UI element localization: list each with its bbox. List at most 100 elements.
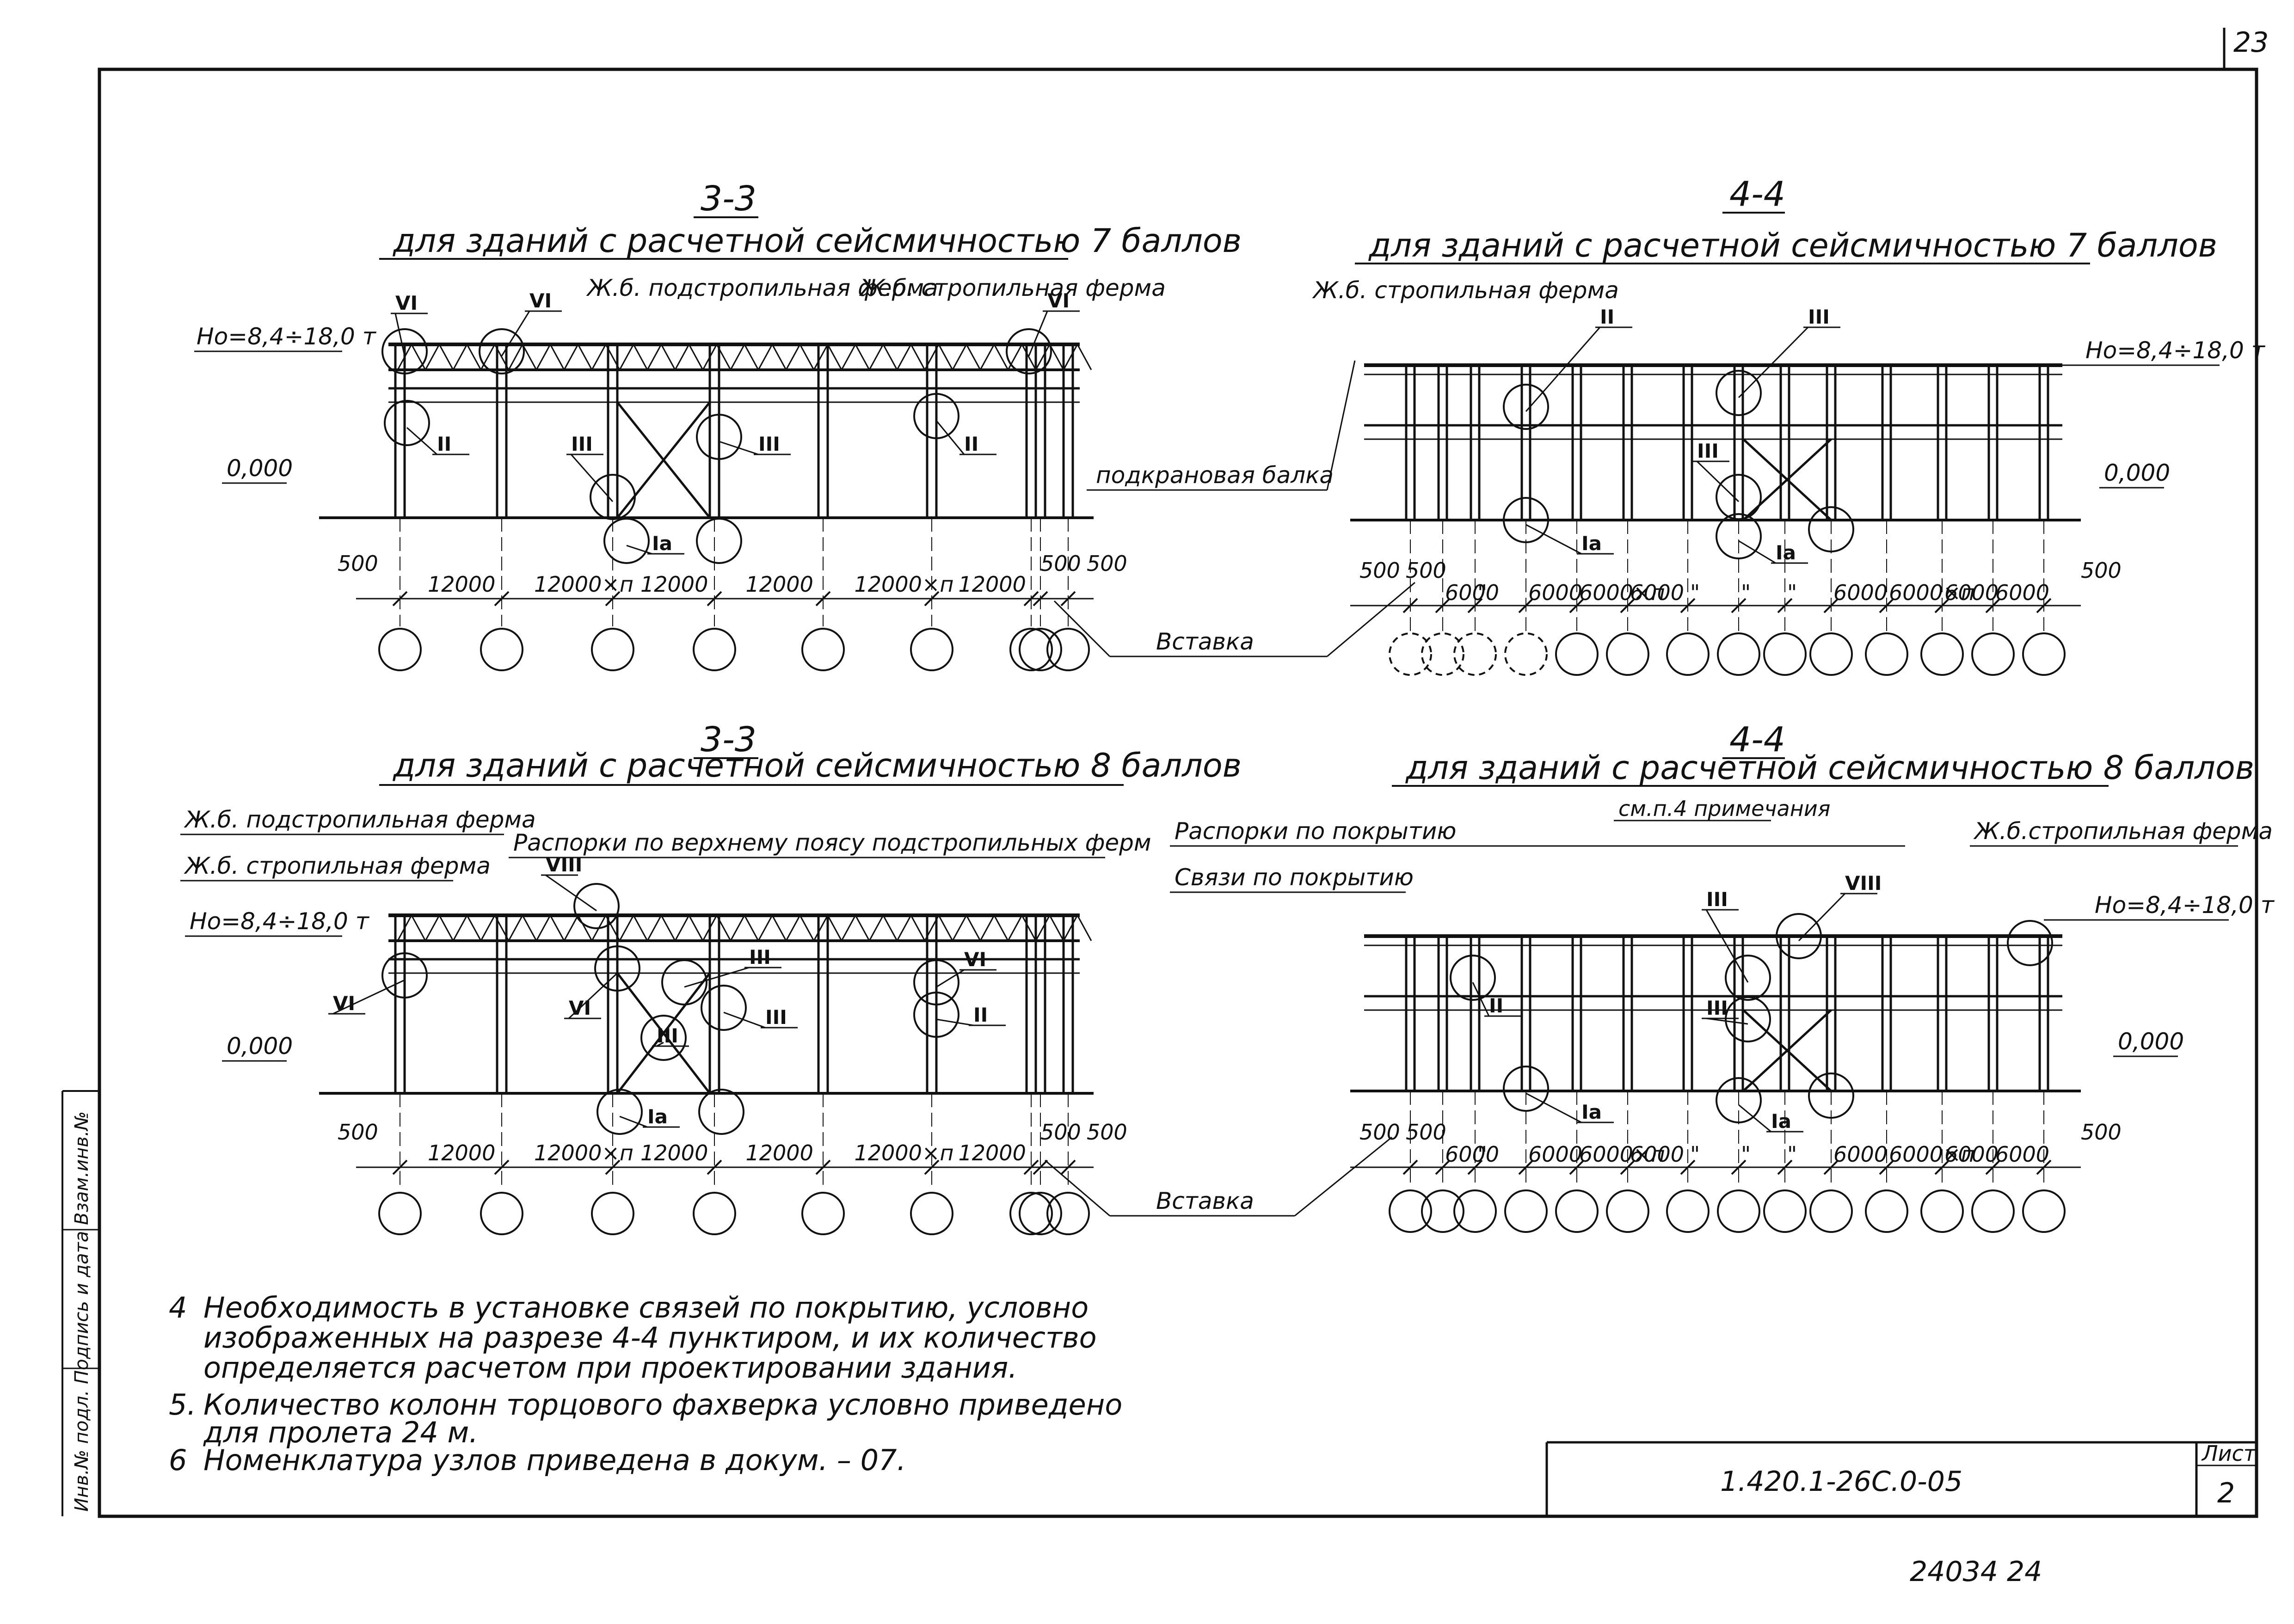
dimension-tick <box>1620 1159 1636 1175</box>
truss-diagonal <box>868 915 884 941</box>
dimension-tick <box>1823 598 1839 613</box>
node-III-2-circle <box>1716 474 1762 520</box>
axis-bubble <box>1046 1192 1090 1235</box>
dim-bay-1: 12000 <box>428 572 495 597</box>
zero-level: 0,000 <box>227 1033 293 1060</box>
truss-diagonal <box>522 344 537 370</box>
truss-diagonal <box>952 344 967 370</box>
truss-diagonal <box>563 344 579 370</box>
dim-bay-8: " <box>1787 1142 1797 1167</box>
note-4-line-2: изображенных на разрезе 4-4 пунктиром, и… <box>203 1321 1097 1354</box>
node-Ia-1: Iа <box>647 1105 668 1128</box>
truss-diagonal <box>979 344 995 370</box>
truss-diagonal <box>938 344 953 370</box>
truss-diagonal <box>438 344 454 370</box>
node-Ia-1: Iа <box>1581 532 1602 555</box>
axis-bubble <box>1504 1189 1548 1233</box>
truss-diagonal <box>813 915 829 941</box>
node-Ia-1-leader <box>626 545 652 555</box>
dim-edge-right: 500 <box>2081 558 2122 583</box>
node-VI-1: VI <box>395 292 418 314</box>
truss-diagonal <box>535 915 551 941</box>
node-Ia-1-leader <box>619 1115 648 1128</box>
truss-diagonal <box>730 344 745 370</box>
dim-bay-12: 6000 <box>1995 1142 2049 1167</box>
dim-edge-left-2: 500 <box>1406 558 1446 583</box>
dimension-tick <box>1879 1159 1894 1175</box>
node-Ia-2: Iа <box>1776 541 1796 564</box>
section-caption: для зданий с расчетной сейсмичностью 8 б… <box>1405 749 2254 787</box>
node-Ia-2: Iа <box>1771 1110 1791 1133</box>
node-III-2: III <box>758 433 780 455</box>
truss-diagonal <box>674 915 690 941</box>
node-III-1-leader <box>684 967 750 988</box>
node-III-2: III <box>657 1024 678 1047</box>
node-VIII-leader <box>1798 893 1846 942</box>
sheet-frame <box>98 67 2258 1518</box>
node-III-1-circle <box>590 474 636 520</box>
section-caption: для зданий с расчетной сейсмичностью 8 б… <box>393 747 1242 784</box>
node-VI-2-leader <box>936 969 965 988</box>
truss-diagonal <box>1049 915 1064 941</box>
dim-bay-1: 6000 <box>1445 580 1499 605</box>
truss-diagonal <box>799 344 815 370</box>
dimension-tick <box>1731 598 1747 613</box>
truss-diagonal <box>535 344 551 370</box>
dim-edge-left-2: 500 <box>1406 1120 1446 1145</box>
axis-bubble <box>1389 632 1432 676</box>
truss-diagonal <box>730 915 745 941</box>
dim-bay-6: 12000 <box>959 1140 1026 1165</box>
node-Ia-1: Iа <box>1581 1101 1602 1123</box>
node-VIII-circle <box>573 883 620 929</box>
axis-bubble <box>591 1192 634 1235</box>
truss-diagonal <box>896 344 912 370</box>
dimension-tick <box>392 591 408 607</box>
truss-diagonal <box>549 915 565 941</box>
axis-bubble <box>378 628 422 671</box>
title-block: 1.420.1-26С.0-05 Лист 2 <box>1545 1441 2257 1516</box>
dimension-tick <box>2036 598 2052 613</box>
truss-diagonal <box>633 915 648 941</box>
axis-bubble <box>591 628 634 671</box>
node-II-1-leader <box>406 427 437 455</box>
axis-bubble <box>1555 1189 1599 1233</box>
dimension-tick <box>1934 1159 1950 1175</box>
dim-bay-4: 6000×п <box>1579 1142 1665 1167</box>
truss-diagonal <box>882 915 898 941</box>
truss-diagonal <box>993 344 1009 370</box>
dimension-tick <box>605 1159 621 1175</box>
truss-diagonal <box>910 915 926 941</box>
callout-pod-ferma: Ж.б. подстропильная ферма <box>586 275 938 301</box>
page-number: 23 <box>2233 26 2269 59</box>
node-Ia-2-circle <box>696 518 742 564</box>
node-III-2-leader <box>719 441 759 455</box>
truss-diagonal <box>799 915 815 941</box>
callout-str-ferma: Ж.б. стропильная ферма <box>184 852 491 879</box>
dimension-tick <box>924 1159 940 1175</box>
zero-level: 0,000 <box>2118 1028 2184 1055</box>
truss-diagonal <box>619 344 634 370</box>
truss-diagonal <box>633 344 648 370</box>
node-VI-2-leader <box>501 311 530 356</box>
node-VI-3: VI <box>1047 289 1070 312</box>
truss-diagonal <box>452 915 468 941</box>
insert-label-bottom: Вставка <box>1156 1188 1254 1214</box>
truss-diagonal <box>549 344 565 370</box>
node-VIII: VIII <box>546 853 582 876</box>
node-II-1: II <box>437 433 451 455</box>
dim-bay-5: 6000 <box>1630 580 1684 605</box>
truss-diagonal <box>522 915 537 941</box>
dim-bay-2: 12000×п <box>534 572 633 597</box>
node-Ia-1-leader <box>1525 1092 1582 1123</box>
axis-bubble <box>1717 632 1760 676</box>
dim-bay-6: " <box>1690 1142 1700 1167</box>
axis-bubble <box>1389 1189 1432 1233</box>
dimension-tick <box>815 591 831 607</box>
note-4-num: 4 <box>169 1291 187 1324</box>
axis-bubble <box>1865 1189 1908 1233</box>
dim-bay-5: 12000×п <box>855 1140 954 1165</box>
section-title: 3-3 <box>701 720 756 760</box>
node-VI-3-leader <box>332 979 405 1015</box>
